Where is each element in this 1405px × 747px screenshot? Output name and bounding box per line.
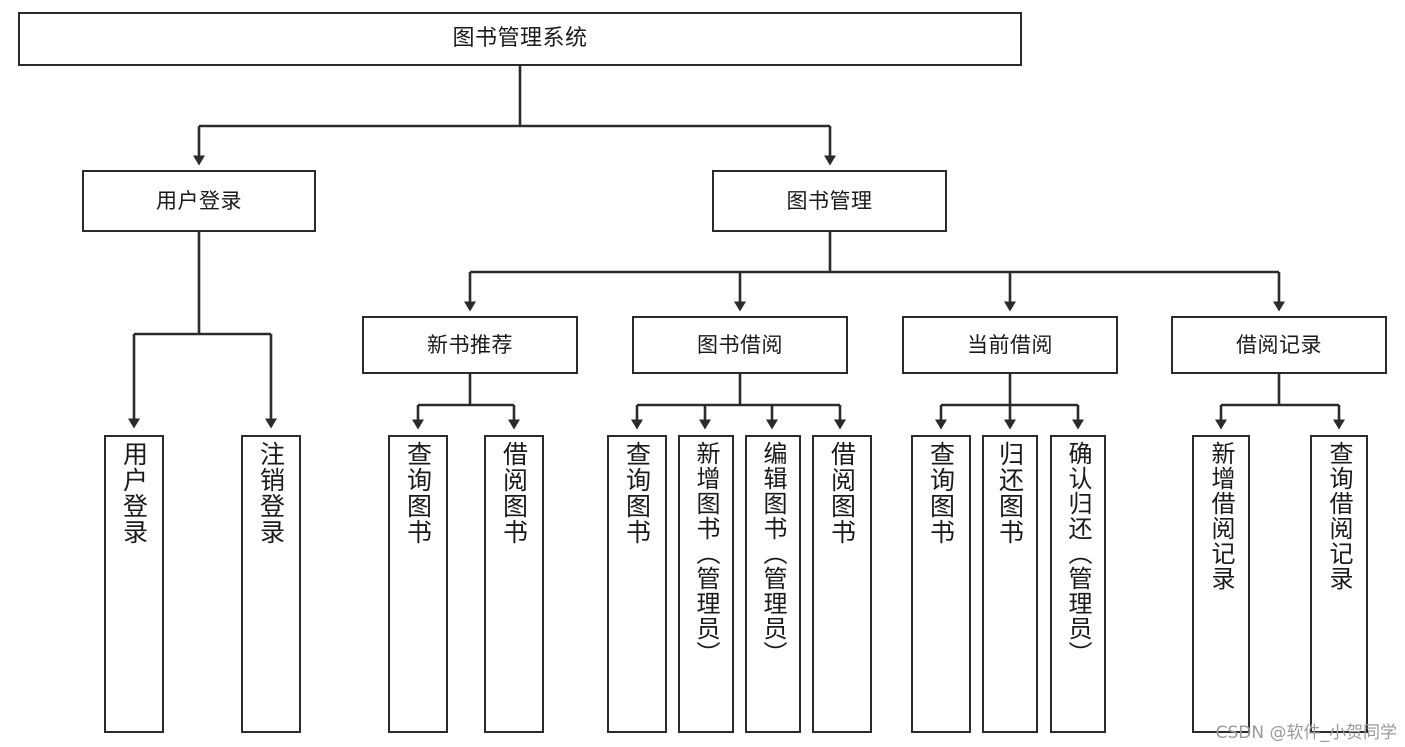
csdn-watermark: CSDN @软件_小贺同学 <box>1215 723 1397 743</box>
node-label: 查询图书 <box>403 441 433 545</box>
node-label: 编辑图书（管理员） <box>759 441 787 666</box>
node-label: 新增图书（管理员） <box>692 441 720 666</box>
leaf-recommend-borrow-book[interactable]: 借阅图书 <box>484 435 544 733</box>
node-label: 注销登录 <box>256 441 286 545</box>
leaf-borrow-borrow-book[interactable]: 借阅图书 <box>812 435 872 733</box>
node-current-borrow[interactable]: 当前借阅 <box>902 316 1118 374</box>
leaf-borrow-add-book-admin[interactable]: 新增图书（管理员） <box>678 435 734 733</box>
node-label: 查询图书 <box>926 441 956 545</box>
node-label: 借阅图书 <box>499 441 529 545</box>
leaf-borrow-edit-book-admin[interactable]: 编辑图书（管理员） <box>745 435 801 733</box>
node-label: 借阅图书 <box>827 441 857 545</box>
node-user-login[interactable]: 用户登录 <box>82 170 316 232</box>
node-book-management[interactable]: 图书管理 <box>712 170 947 232</box>
node-label: 图书管理系统 <box>452 26 588 52</box>
node-label: 当前借阅 <box>967 332 1053 357</box>
node-label: 用户登录 <box>156 188 242 213</box>
node-label: 查询图书 <box>622 441 652 545</box>
leaf-records-add-record[interactable]: 新增借阅记录 <box>1192 435 1250 733</box>
node-label: 借阅记录 <box>1236 332 1322 357</box>
node-label: 用户登录 <box>119 441 149 545</box>
node-label: 图书管理 <box>786 188 873 213</box>
node-label: 确认归还（管理员） <box>1064 441 1092 666</box>
leaf-borrow-query-book[interactable]: 查询图书 <box>607 435 667 733</box>
node-label: 新书推荐 <box>427 332 513 357</box>
leaf-records-query-record[interactable]: 查询借阅记录 <box>1310 435 1368 733</box>
leaf-recommend-query-book[interactable]: 查询图书 <box>388 435 448 733</box>
node-label: 归还图书 <box>995 441 1025 545</box>
node-root-system[interactable]: 图书管理系统 <box>18 12 1022 66</box>
leaf-user-login-login[interactable]: 用户登录 <box>104 435 164 733</box>
leaf-current-query-book[interactable]: 查询图书 <box>911 435 971 733</box>
leaf-user-login-logout[interactable]: 注销登录 <box>241 435 301 733</box>
node-label: 查询借阅记录 <box>1325 441 1353 591</box>
node-label: 图书借阅 <box>697 332 783 357</box>
leaf-current-return-book[interactable]: 归还图书 <box>982 435 1038 733</box>
node-book-borrow[interactable]: 图书借阅 <box>632 316 848 374</box>
node-new-book-recommend[interactable]: 新书推荐 <box>362 316 578 374</box>
node-label: 新增借阅记录 <box>1207 441 1235 591</box>
leaf-current-confirm-return-admin[interactable]: 确认归还（管理员） <box>1050 435 1106 733</box>
node-borrow-records[interactable]: 借阅记录 <box>1171 316 1387 374</box>
